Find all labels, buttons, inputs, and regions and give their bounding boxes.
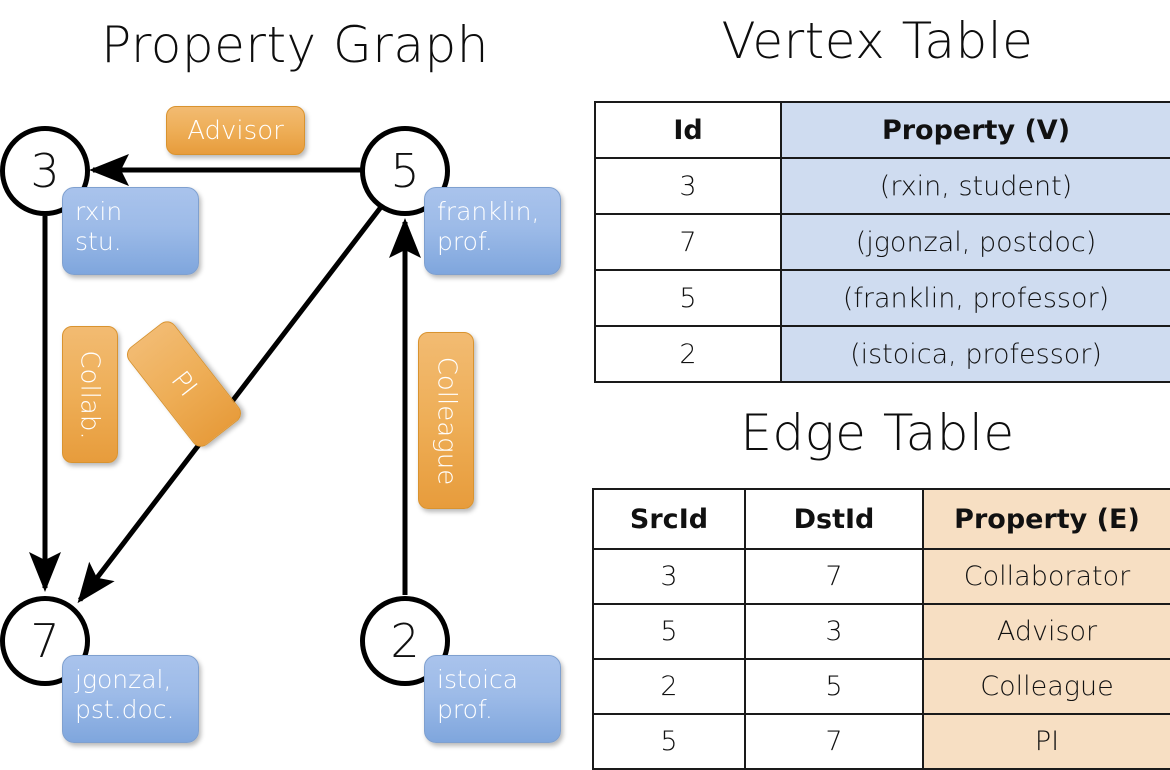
page-title-vertex-table: Vertex Table — [721, 12, 1034, 70]
vertex-table-header-id: Id — [594, 101, 782, 159]
graph-node-2[interactable]: 2 — [360, 596, 450, 686]
edge-table-header-srcid: SrcId — [592, 488, 746, 550]
edge-table: SrcId DstId Property (E) 3 7 Collaborato… — [592, 488, 1170, 770]
edge-row-2-src: 2 — [592, 658, 746, 715]
node-property-7-line-1: jgonzal, — [75, 665, 172, 694]
graph-node-2-label: 2 — [390, 614, 420, 668]
edge-row-3-dst: 7 — [744, 713, 924, 770]
page-title-edge-table: Edge Table — [740, 404, 1015, 462]
vertex-row-2-id: 5 — [594, 269, 782, 327]
table-row: 2 5 Colleague — [592, 658, 1170, 715]
table-row: 2 (istoica, professor) — [594, 325, 1170, 383]
table-row: 5 3 Advisor — [592, 603, 1170, 660]
edge-row-1-property: Advisor — [922, 603, 1170, 660]
edge-label-pi-text: PI — [164, 365, 204, 403]
table-row: 5 7 PI — [592, 713, 1170, 770]
edge-table-header-row: SrcId DstId Property (E) — [592, 488, 1170, 550]
edge-label-advisor: Advisor — [166, 106, 305, 155]
graph-node-7-label: 7 — [30, 614, 60, 668]
node-property-5-line-2: prof. — [437, 226, 493, 256]
node-property-box-5: franklin, prof. — [424, 187, 561, 275]
graph-node-3-label: 3 — [30, 144, 60, 198]
table-row: 7 (jgonzal, postdoc) — [594, 213, 1170, 271]
node-property-3-line-2: stu. — [75, 226, 122, 256]
graph-node-5[interactable]: 5 — [360, 126, 450, 216]
edge-row-0-property: Collaborator — [922, 548, 1170, 605]
edge-row-3-src: 5 — [592, 713, 746, 770]
edge-label-colleague: Colleague — [418, 332, 474, 509]
node-property-box-7: jgonzal, pst.doc. — [62, 655, 199, 743]
graph-node-5-label: 5 — [390, 144, 420, 198]
edge-row-0-src: 3 — [592, 548, 746, 605]
page-title-property-graph: Property Graph — [101, 16, 489, 74]
edge-table-header-dstid: DstId — [744, 488, 924, 550]
node-property-box-3: rxin stu. — [62, 187, 199, 275]
edge-row-0-dst: 7 — [744, 548, 924, 605]
table-row: 5 (franklin, professor) — [594, 269, 1170, 327]
edge-table-header-property: Property (E) — [922, 488, 1170, 550]
node-property-3-line-1: rxin — [75, 197, 123, 226]
edge-row-1-dst: 3 — [744, 603, 924, 660]
vertex-row-3-id: 2 — [594, 325, 782, 383]
node-property-2-line-2: prof. — [437, 694, 493, 724]
edge-row-2-dst: 5 — [744, 658, 924, 715]
vertex-row-1-property: (jgonzal, postdoc) — [780, 213, 1170, 271]
node-property-7-line-2: pst.doc. — [75, 694, 175, 724]
vertex-row-3-property: (istoica, professor) — [780, 325, 1170, 383]
vertex-row-1-id: 7 — [594, 213, 782, 271]
node-property-5-line-1: franklin, — [437, 197, 540, 226]
vertex-row-0-id: 3 — [594, 157, 782, 215]
vertex-table: Id Property (V) 3 (rxin, student) 7 (jgo… — [594, 101, 1170, 383]
edge-row-3-property: PI — [922, 713, 1170, 770]
vertex-table-header-property: Property (V) — [780, 101, 1170, 159]
table-row: 3 7 Collaborator — [592, 548, 1170, 605]
node-property-box-2: istoica prof. — [424, 655, 561, 743]
node-property-2-line-1: istoica — [437, 665, 519, 694]
edge-row-2-property: Colleague — [922, 658, 1170, 715]
vertex-row-0-property: (rxin, student) — [780, 157, 1170, 215]
table-row: 3 (rxin, student) — [594, 157, 1170, 215]
edge-label-collab-text: Collab. — [75, 349, 105, 440]
edge-label-collab: Collab. — [62, 326, 118, 463]
edge-row-1-src: 5 — [592, 603, 746, 660]
vertex-row-2-property: (franklin, professor) — [780, 269, 1170, 327]
edge-label-colleague-text: Colleague — [431, 356, 462, 485]
vertex-table-header-row: Id Property (V) — [594, 101, 1170, 159]
edge-label-advisor-text: Advisor — [187, 115, 284, 146]
